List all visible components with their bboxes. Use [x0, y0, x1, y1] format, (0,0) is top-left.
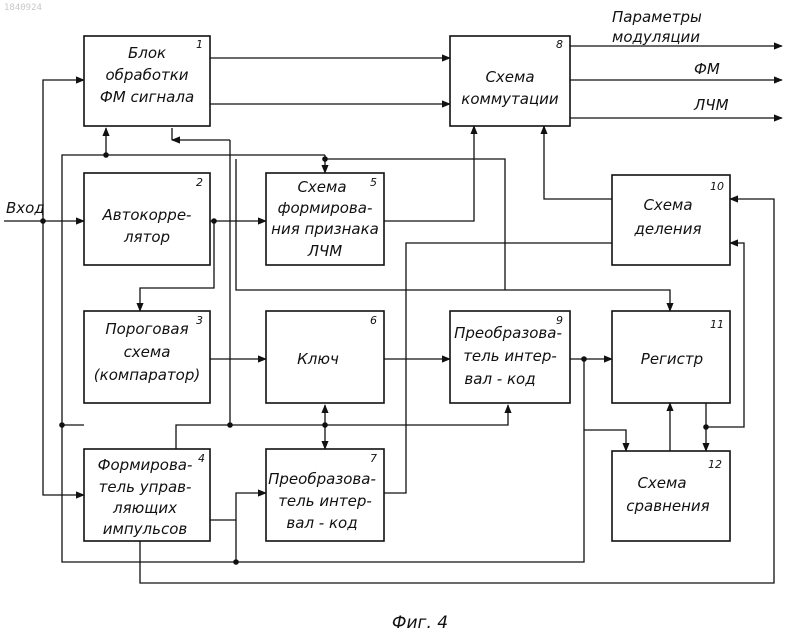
- bus-junction-block1: [103, 152, 109, 158]
- block-12: 12 Схема сравнения: [612, 451, 730, 541]
- block-2-number: 2: [196, 176, 203, 189]
- block9-to-block12-wire: [584, 359, 626, 451]
- block-9-line-1: Преобразова-: [454, 324, 562, 342]
- block-3-number: 3: [196, 314, 203, 327]
- block-2-line-1: Автокорре-: [102, 206, 192, 224]
- bus-to-block9-wire: [325, 405, 508, 425]
- block-4-line-1: Формирова-: [98, 456, 193, 474]
- block-12-line-2: сравнения: [626, 497, 709, 515]
- block-5-line-4: ЛЧМ: [307, 242, 343, 260]
- block-3-line-2: схема: [124, 343, 171, 361]
- block-4-line-2: тель управ-: [99, 478, 192, 496]
- block-11-line-1: Регистр: [641, 350, 703, 368]
- block4-to-block7-wire: [210, 493, 266, 520]
- block7-to-divider-wire: [384, 243, 612, 493]
- block-8-line-2: коммутации: [461, 90, 559, 108]
- block-10-line-2: деления: [634, 220, 702, 238]
- block-7-number: 7: [370, 452, 377, 465]
- output-label-modulation-line-2: модуляции: [612, 28, 700, 46]
- block-7-line-2: тель интер-: [278, 492, 372, 510]
- block-5-number: 5: [370, 176, 377, 189]
- block-6-number: 6: [370, 314, 377, 327]
- block-2: 2 Автокорре- лятор: [84, 173, 210, 265]
- output-label-modulation-line-1: Параметры: [612, 8, 702, 26]
- block-11-number: 11: [710, 318, 724, 331]
- block-1-line-1: Блок: [128, 44, 166, 62]
- block4-to-divider-long-wire: [140, 199, 774, 583]
- block-9-line-3: вал - код: [464, 370, 535, 388]
- block-9: 9 Преобразова- тель интер- вал - код: [450, 311, 570, 403]
- block-1: 1 Блок обработки ФМ сигнала: [84, 36, 210, 126]
- block4-to-key-bus: [176, 425, 325, 449]
- input-to-block1-wire: [43, 80, 84, 221]
- block-8: 8 Схема коммутации: [450, 36, 570, 126]
- block-12-number: 12: [708, 458, 722, 471]
- block-3-line-3: (компаратор): [94, 366, 200, 384]
- block-10-line-1: Схема: [643, 196, 692, 214]
- block-5: 5 Схема формирова- ния признака ЛЧМ: [266, 173, 384, 265]
- block-3-line-1: Пороговая: [105, 320, 188, 338]
- block-10: 10 Схема деления: [612, 175, 730, 265]
- block-7-line-3: вал - код: [286, 514, 357, 532]
- figure-caption: Фиг. 4: [392, 613, 448, 633]
- block-5-line-2: формирова-: [278, 199, 373, 217]
- block-1-line-3: ФМ сигнала: [100, 88, 194, 106]
- output-label-fm: ФМ: [694, 60, 720, 78]
- block-5-line-1: Схема: [297, 178, 346, 196]
- block-10-number: 10: [710, 180, 724, 193]
- register-to-divider-wire: [706, 243, 744, 427]
- block-4-line-3: ляющих: [112, 499, 177, 517]
- divider-to-block8-wire: [544, 126, 612, 199]
- block-2-line-2: лятор: [123, 228, 170, 246]
- block-7-line-1: Преобразова-: [268, 470, 376, 488]
- block-1-number: 1: [196, 38, 203, 51]
- block-1-line-2: обработки: [105, 66, 188, 84]
- output-label-lchm: ЛЧМ: [693, 96, 729, 114]
- block4-bus-junction-1: [227, 422, 233, 428]
- block-6: 6 Ключ: [266, 311, 384, 403]
- input-label: Вход: [6, 199, 45, 217]
- block-6-line-1: Ключ: [297, 350, 339, 368]
- block-7: 7 Преобразова- тель интер- вал - код: [266, 449, 384, 541]
- block-11: 11 Регистр: [612, 311, 730, 403]
- block-5-line-3: ния признака: [271, 220, 379, 238]
- block-3: 3 Пороговая схема (компаратор): [84, 311, 210, 403]
- block-4-line-4: импульсов: [103, 520, 188, 538]
- block-4: 4 Формирова- тель управ- ляющих импульсо…: [84, 449, 210, 541]
- watermark-text: 1840924: [4, 3, 42, 13]
- block-9-line-2: тель интер-: [463, 347, 557, 365]
- block5-to-block8-wire: [384, 126, 474, 221]
- block-12-line-1: Схема: [637, 474, 686, 492]
- block-4-number: 4: [198, 452, 205, 465]
- input-to-block4-wire: [43, 221, 84, 495]
- block-8-number: 8: [556, 38, 563, 51]
- block-8-line-1: Схема: [485, 68, 534, 86]
